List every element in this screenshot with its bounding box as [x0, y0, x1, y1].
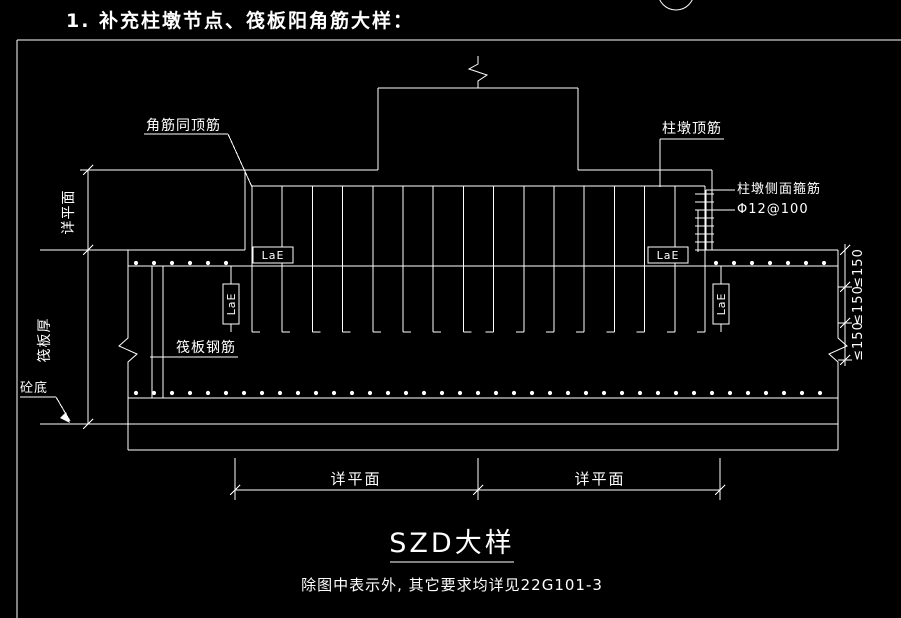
anchorage-tag: LaE — [715, 293, 728, 316]
callout-pier-side-stirrup-spec: Φ12@100 — [737, 202, 809, 217]
callout-raft-rebar: 筏板钢筋 — [176, 339, 236, 356]
detail-note: 除图中表示外, 其它要求均详见22G101-3 — [301, 576, 603, 594]
callout-corner-bar: 角筋同顶筋 — [146, 117, 221, 134]
left-break-line — [118, 250, 138, 450]
detail-title: SZD大样 — [389, 528, 514, 559]
anchorage-tags — [222, 246, 730, 325]
dim-see-plan-bottom-right: 详平面 — [574, 470, 625, 488]
anchorage-tag-box — [647, 246, 689, 264]
right-break-line — [828, 250, 848, 450]
anchorage-tag: LaE — [262, 249, 285, 262]
anchorage-tag: LaE — [657, 249, 680, 262]
right-spacing-dimension — [838, 244, 852, 366]
dimension-ticks — [82, 164, 851, 496]
callout-concrete-bottom: 砼底 — [20, 380, 48, 396]
dim-max-spacing: ≤150 — [851, 285, 866, 325]
drawing-frame — [16, 0, 901, 618]
anchorage-tag-box — [252, 246, 294, 264]
pier-vertical-bars — [251, 186, 706, 333]
raft-rebar-dots — [133, 260, 827, 396]
pier-outline — [244, 56, 713, 250]
anchorage-tag-box — [712, 283, 730, 325]
anchorage-tag: LaE — [225, 293, 238, 316]
detail-bubble-arc — [659, 0, 693, 11]
bottom-dimension — [234, 458, 721, 500]
callout-leaders — [20, 133, 735, 423]
callout-pier-side-stirrup: 柱墩侧面箍筋 — [737, 181, 821, 197]
raft-outline — [118, 249, 848, 451]
column-break-line — [467, 56, 489, 88]
dim-max-spacing: ≤150 — [851, 248, 866, 288]
dim-raft-thickness: 筏板厚 — [36, 318, 53, 363]
anchorage-dim-lines — [230, 266, 722, 332]
callout-pier-top-bar: 柱墩顶筋 — [662, 120, 722, 137]
dim-see-plan-left: 详平面 — [61, 190, 77, 235]
dim-max-spacing: ≤150 — [851, 321, 866, 361]
dim-see-plan-bottom-left: 详平面 — [330, 470, 381, 488]
left-dimension — [40, 169, 245, 425]
anchorage-tag-box — [222, 283, 240, 325]
leader-arrowhead — [60, 412, 70, 423]
section-title: 1. 补充柱墩节点、筏板阳角筋大样： — [66, 9, 414, 32]
